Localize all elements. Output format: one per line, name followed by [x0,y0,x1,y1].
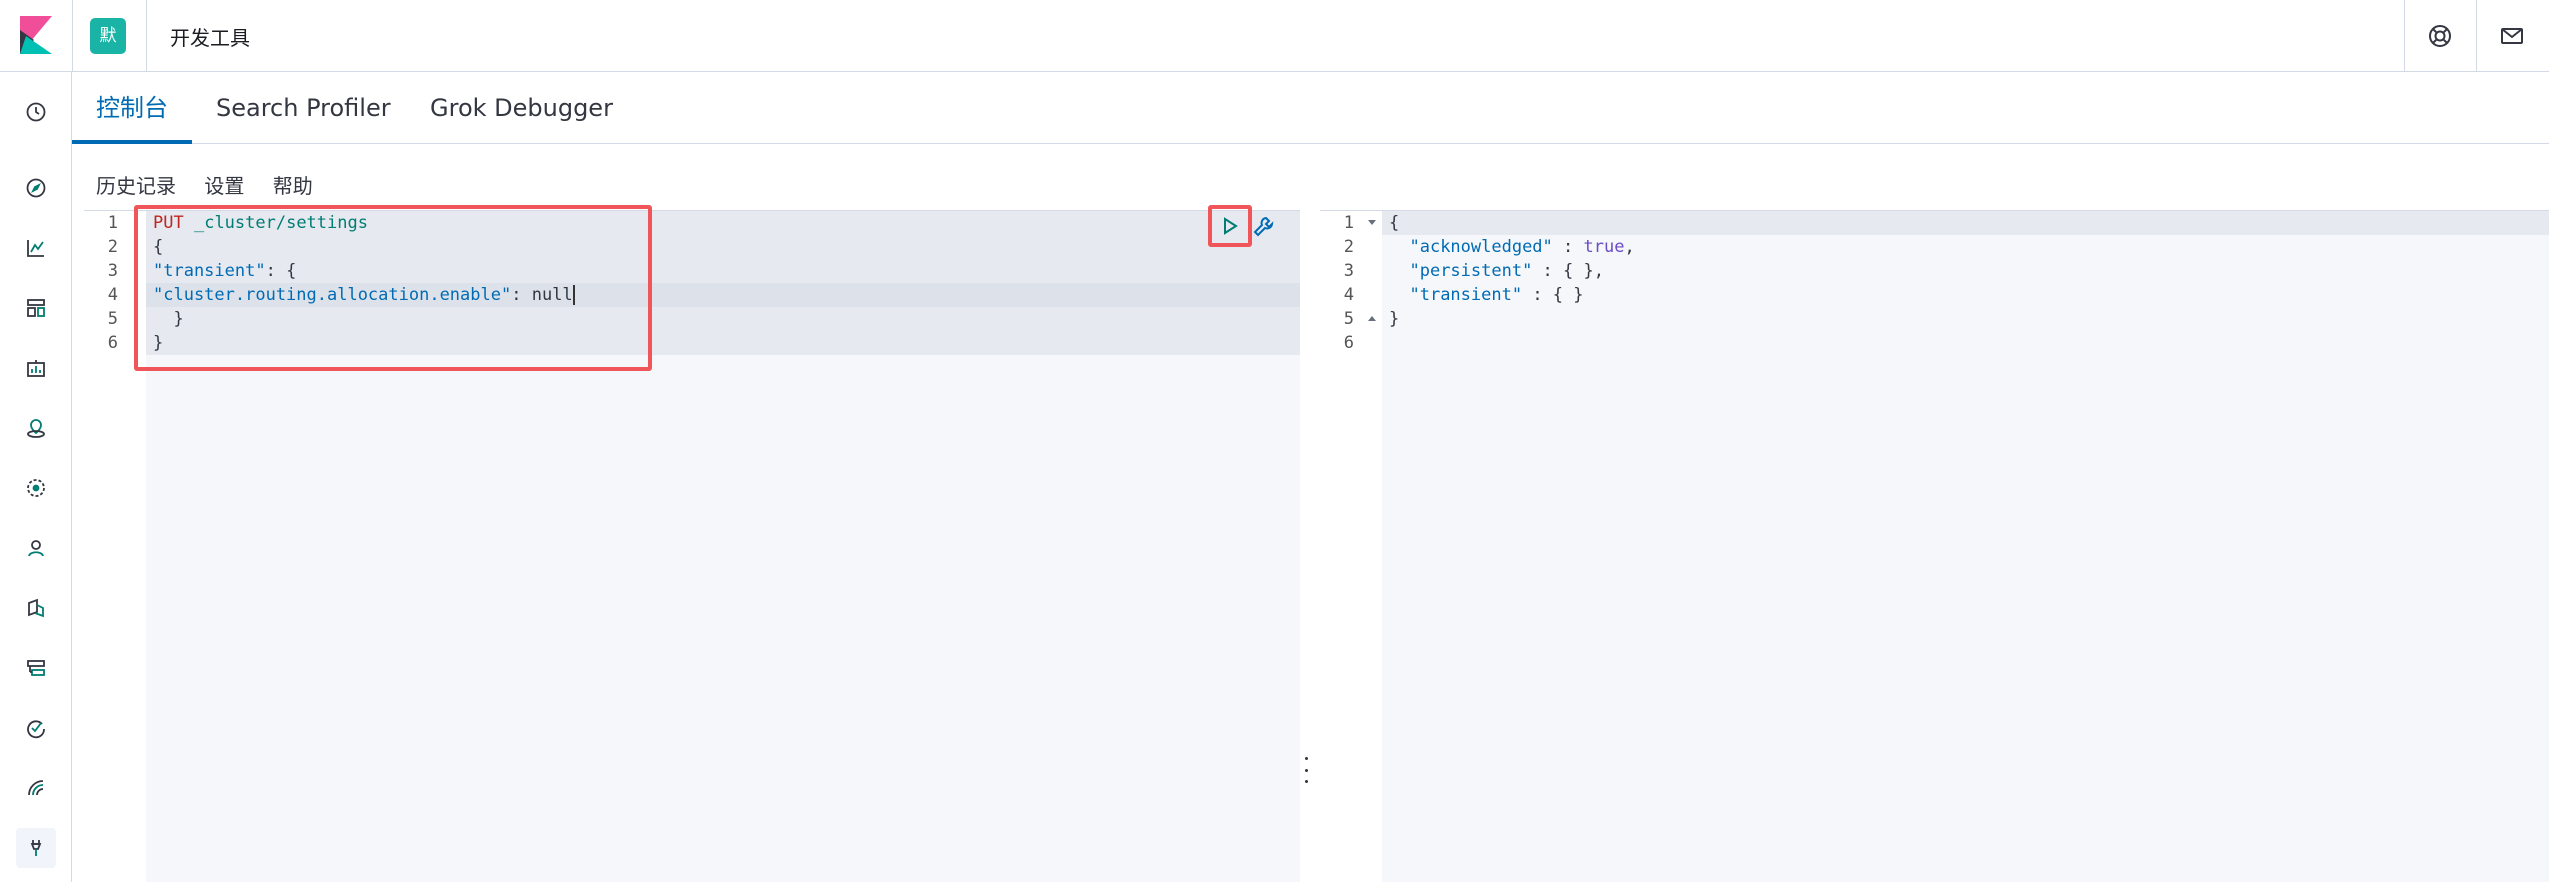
logs-icon[interactable] [16,588,56,628]
code-line: { [1389,213,1400,233]
line-number: 2 [1343,237,1354,257]
tab-bar: 控制台 Search Profiler Grok Debugger [72,72,2549,144]
code-line: { [153,237,164,257]
line-number: 3 [107,261,118,281]
json-value: true [1583,237,1625,257]
line-number: 3 [1343,261,1354,281]
help-icon[interactable] [2424,20,2456,52]
side-nav [0,72,72,882]
code-line: } [153,309,184,329]
header-divider [146,0,147,72]
line-number: 1 [107,213,118,233]
line-number: 4 [1343,285,1354,305]
compass-icon[interactable] [16,168,56,208]
http-method: PUT [153,213,184,233]
line-number: 5 [107,309,118,329]
code-line: PUT _cluster/settings [153,211,368,235]
run-highlight-box [1208,205,1252,247]
settings-link[interactable]: 设置 [204,174,245,198]
canvas-icon[interactable] [16,348,56,388]
app-title: 开发工具 [170,26,250,50]
code-text: : [1552,237,1584,257]
tab-search-profiler[interactable]: Search Profiler [216,94,391,122]
infra-icon[interactable] [16,648,56,688]
devtools-icon[interactable] [16,828,56,868]
header-divider [2404,0,2405,72]
fold-down-icon[interactable] [1368,220,1376,226]
tab-grok-debugger[interactable]: Grok Debugger [430,94,613,122]
dashboard-icon[interactable] [16,288,56,328]
header-divider [72,0,73,72]
active-line [146,283,1300,307]
code-text: : { [265,261,297,281]
code-text: : { } [1522,285,1584,305]
maps-icon[interactable] [16,408,56,448]
header-divider [2476,0,2477,72]
code-line: "persistent" : { }, [1389,259,1604,283]
json-key: "cluster.routing.allocation.enable" [153,285,512,305]
pane-resize-handle[interactable] [1300,757,1312,783]
uptime-icon[interactable] [16,708,56,748]
line-number: 6 [107,333,118,353]
response-active-line [1382,211,2549,235]
apm-icon[interactable] [16,768,56,808]
code-line: } [153,333,164,353]
space-avatar[interactable]: 默 [90,18,126,54]
line-number: 6 [1343,333,1354,353]
code-line: "transient" : { } [1389,283,1584,307]
top-header: 默 开发工具 [0,0,2549,72]
tab-console[interactable]: 控制台 [72,72,192,144]
code-text: , [1624,237,1635,257]
code-line: } [1389,309,1400,329]
json-key: "acknowledged" [1409,237,1553,257]
ml-icon[interactable] [16,468,56,508]
json-key: "transient" [1409,285,1523,305]
console-menu: 历史记录 设置 帮助 [96,170,335,199]
response-editor: 1 2 3 4 5 6 { "acknowledged" : true, "pe… [1320,210,2549,883]
json-value: null [531,285,573,305]
request-editor[interactable]: 1 2 3 4 5 6 PUT _cluster/settings { "tra… [84,205,1300,883]
mail-icon[interactable] [2496,20,2528,52]
response-gutter [1320,211,1382,883]
wrench-icon[interactable] [1244,206,1284,246]
clock-icon[interactable] [16,92,56,132]
line-number: 5 [1343,309,1354,329]
code-line: "cluster.routing.allocation.enable": nul… [153,283,575,307]
code-text: : [511,285,532,305]
fold-up-icon[interactable] [1368,316,1376,322]
code-line: "acknowledged" : true, [1389,235,1635,259]
line-number: 1 [1343,213,1354,233]
json-key: "persistent" [1409,261,1533,281]
help-link[interactable]: 帮助 [272,174,313,198]
kibana-logo-icon[interactable] [20,16,52,54]
json-key: "transient" [153,261,266,281]
graph-icon[interactable] [16,528,56,568]
line-number: 4 [107,285,118,305]
text-caret [572,285,575,305]
code-line: "transient": { [153,259,296,283]
visualize-icon[interactable] [16,228,56,268]
request-highlight-box [134,205,652,371]
history-link[interactable]: 历史记录 [96,174,176,198]
play-icon[interactable] [1210,206,1250,246]
request-path: _cluster/settings [193,213,368,233]
code-text: : { }, [1532,261,1604,281]
line-number: 2 [107,237,118,257]
